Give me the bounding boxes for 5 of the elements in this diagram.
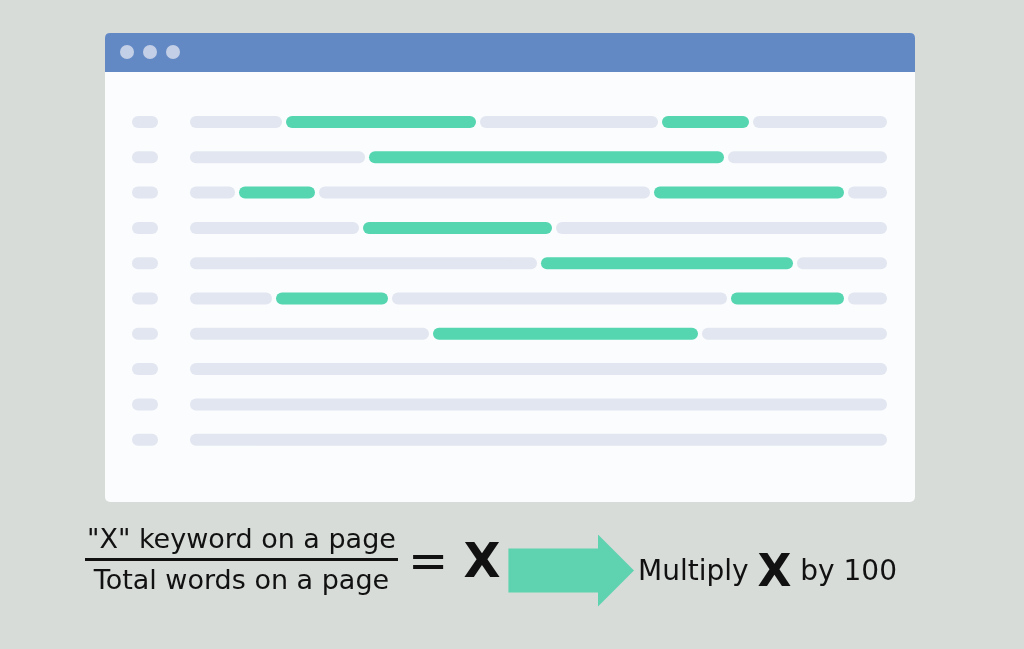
formula-result: = X — [407, 531, 501, 588]
fraction-numerator: "X" keyword on a page — [85, 522, 398, 561]
fraction-denominator: Total words on a page — [93, 563, 390, 597]
formula-text: Multiply X by 100 — [638, 545, 897, 596]
arrow — [508, 534, 634, 607]
